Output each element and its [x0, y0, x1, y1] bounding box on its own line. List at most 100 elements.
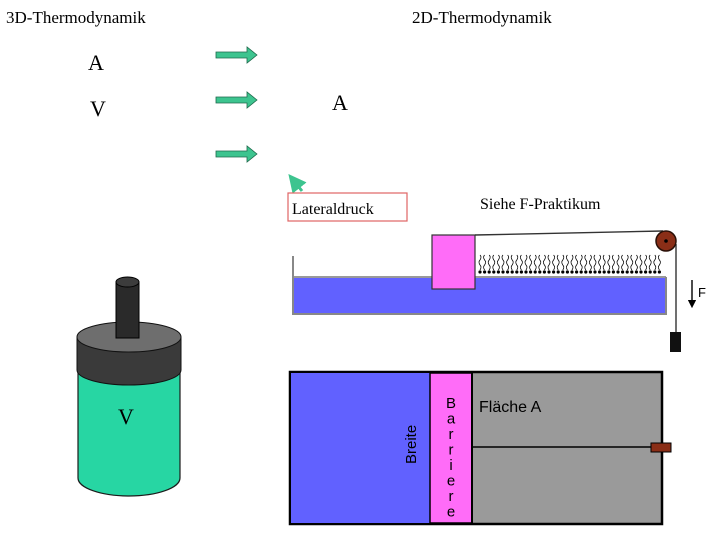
molecule-head	[533, 270, 537, 274]
molecule-tail	[593, 254, 597, 271]
molecule-tail	[570, 254, 574, 271]
molecule-head	[529, 270, 533, 274]
piston-cylinder	[76, 276, 182, 497]
molecule-head	[648, 270, 652, 274]
molecule-head	[644, 270, 648, 274]
trough-water	[293, 277, 666, 314]
molecule-head	[552, 270, 556, 274]
molecule-tail	[575, 254, 578, 271]
molecule-head	[602, 270, 606, 274]
molecule-tail	[630, 254, 634, 271]
label-3d-volume: V	[90, 96, 106, 121]
molecule-head	[496, 270, 500, 274]
molecule-tail	[501, 254, 505, 271]
molecule-tail	[658, 254, 661, 271]
trough-top-view	[288, 370, 672, 526]
molecule-tail	[538, 254, 542, 271]
molecule-tail	[644, 254, 647, 271]
molecule-head	[657, 270, 662, 274]
piston-rod-top	[115, 276, 140, 288]
cylinder-volume-label: V	[118, 404, 134, 429]
molecule-head	[556, 270, 560, 274]
label-2d-area: A	[332, 90, 348, 115]
molecule-head	[492, 270, 496, 274]
molecule-tail	[616, 254, 620, 271]
molecule-tail	[510, 254, 514, 271]
molecule-head	[579, 270, 583, 274]
monolayer-molecules	[478, 254, 662, 274]
molecule-tail	[584, 254, 588, 271]
molecule-tail	[547, 254, 551, 271]
molecule-head	[584, 270, 588, 274]
trough-wall	[292, 256, 667, 315]
molecule-tail	[487, 254, 491, 271]
molecule-tail	[552, 254, 555, 271]
molecule-tail	[589, 254, 592, 271]
molecule-tail	[533, 254, 537, 271]
cylinder-body	[77, 369, 181, 497]
molecule-head	[487, 270, 491, 274]
molecule-tail	[612, 254, 615, 271]
barrier-letter: e	[447, 473, 455, 490]
molecule-tail	[621, 254, 624, 271]
lateral-pressure-pointer-arrow	[288, 173, 307, 194]
molecule-head	[570, 270, 574, 274]
molecule-tail	[579, 254, 583, 271]
molecule-tail	[635, 254, 638, 271]
barrier-letter: r	[449, 426, 454, 443]
area-label: Fläche A	[479, 399, 542, 416]
mapping-arrow-2	[215, 91, 258, 109]
molecule-head	[519, 270, 524, 274]
molecule-head	[515, 270, 519, 274]
molecule-tail	[598, 254, 601, 271]
molecule-head	[607, 270, 611, 274]
molecule-tail	[529, 254, 532, 271]
molecule-head	[653, 270, 657, 274]
molecule-tail	[478, 254, 482, 271]
hanging-weight	[670, 332, 681, 352]
molecule-tail	[483, 254, 486, 271]
barrier-letter: e	[447, 504, 455, 521]
label-3d-area: A	[88, 50, 104, 75]
molecule-tail	[561, 254, 565, 271]
molecule-head	[501, 270, 505, 274]
barrier-letter: r	[449, 488, 454, 505]
reference-note: Siehe F-Praktikum	[480, 196, 601, 213]
molecule-head	[506, 270, 510, 274]
molecule-head	[588, 270, 593, 274]
molecule-tail	[543, 254, 546, 271]
barrier-block	[431, 234, 476, 290]
molecule-head	[611, 270, 616, 274]
molecule-head	[598, 270, 602, 274]
molecule-head	[634, 270, 639, 274]
molecule-tail	[492, 254, 496, 271]
molecule-tail	[607, 254, 611, 271]
molecule-head	[593, 270, 597, 274]
molecule-head	[561, 270, 565, 274]
barrier-letter: i	[449, 457, 452, 474]
pull-string	[474, 230, 664, 236]
mapping-arrow-3	[215, 145, 258, 163]
lateral-pressure-box	[287, 192, 408, 222]
molecule-head	[565, 270, 570, 274]
barrier-letter: a	[447, 411, 456, 428]
molecule-head	[524, 270, 528, 274]
molecule-tail	[520, 254, 523, 271]
molecule-tail	[653, 254, 657, 271]
barrier-letter: B	[446, 395, 456, 412]
molecule-head	[575, 270, 579, 274]
molecule-tail	[497, 254, 500, 271]
title-2d: 2D-Thermodynamik	[412, 8, 552, 27]
molecule-tail	[515, 254, 519, 271]
molecule-tail	[639, 254, 643, 271]
force-label: F	[698, 285, 706, 300]
molecule-head	[616, 270, 620, 274]
molecule-tail	[648, 254, 652, 271]
molecule-head	[510, 270, 514, 274]
top-view-subphase-region	[291, 373, 430, 523]
molecule-head	[639, 270, 643, 274]
molecule-tail	[506, 254, 509, 271]
molecule-tail	[556, 254, 560, 271]
